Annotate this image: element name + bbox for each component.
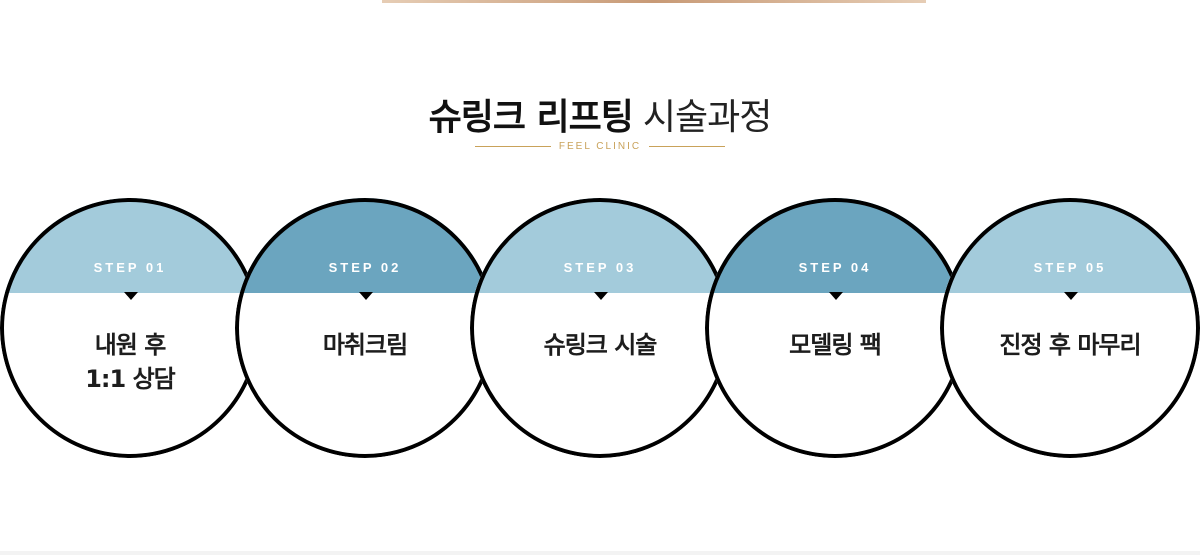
step-2-label: STEP 02 <box>328 260 402 275</box>
step-4-circle: STEP 04 모델링 팩 <box>705 198 965 458</box>
subtitle-text: FEEL CLINIC <box>558 140 642 152</box>
step-5-name: 진정 후 마무리 <box>999 331 1141 359</box>
step-3-label: STEP 03 <box>563 260 637 275</box>
step-5-circle: STEP 05 진정 후 마무리 <box>940 198 1200 458</box>
title-bold: 슈링크 리프팅 <box>428 97 634 138</box>
step-5-ring <box>940 198 1200 458</box>
step-3-name: 슈링크 시술 <box>543 331 658 359</box>
step-2-name: 마취크림 <box>322 331 408 359</box>
step-4-label: STEP 04 <box>798 260 872 275</box>
step-4-name: 모델링 팩 <box>789 331 882 359</box>
step-1-label: STEP 01 <box>93 260 167 275</box>
step-1-circle: STEP 01 내원 후 1:1 상담 <box>0 198 260 458</box>
step-3-circle: STEP 03 슈링크 시술 <box>470 198 730 458</box>
subtitle-left-line <box>474 145 551 147</box>
title-light: 시술과정 <box>642 97 772 138</box>
subtitle-right-line <box>649 145 726 147</box>
top-decorative-bar <box>382 0 926 3</box>
bottom-divider <box>0 551 1200 555</box>
step-2-circle: STEP 02 마취크림 <box>235 198 495 458</box>
subtitle: FEEL CLINIC <box>0 138 1200 154</box>
step-5-label: STEP 05 <box>1033 260 1107 275</box>
step-1-name: 내원 후 1:1 상담 <box>85 331 176 393</box>
